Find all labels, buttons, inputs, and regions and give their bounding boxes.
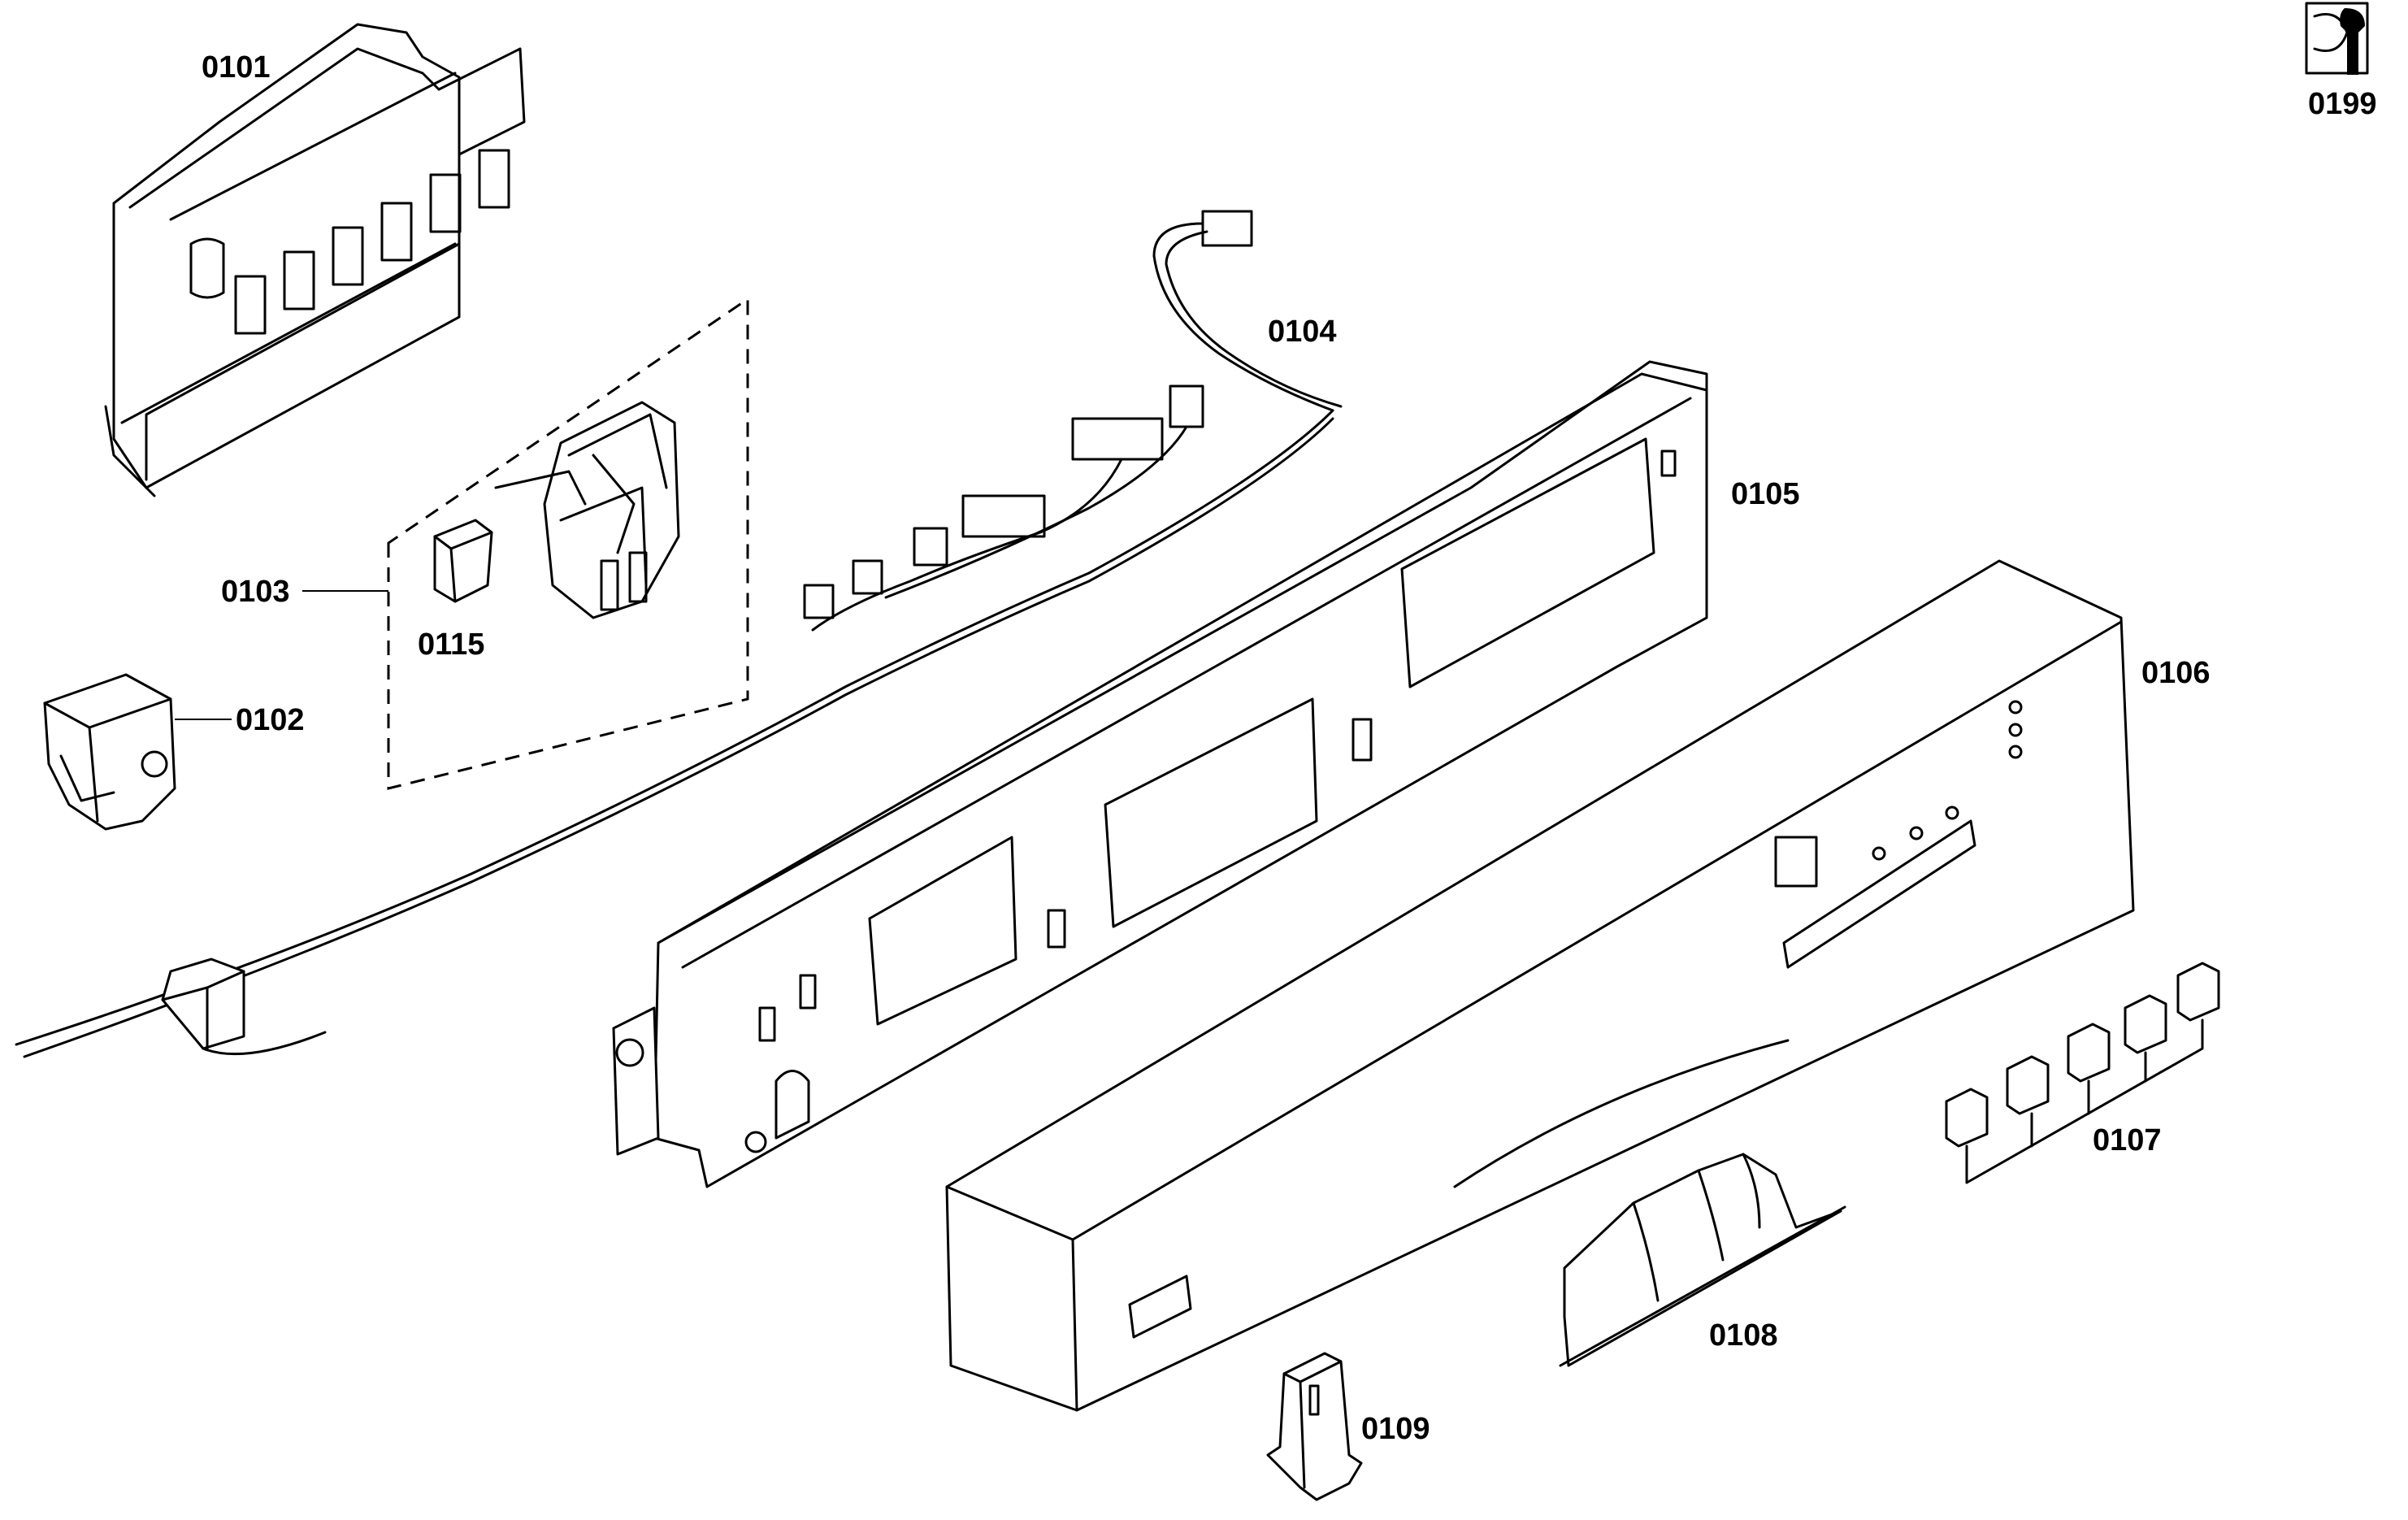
- part-label-0102: 0102: [236, 703, 305, 737]
- control-panel-frame-drawing: [612, 360, 1708, 1188]
- part-label-0107: 0107: [2093, 1123, 2162, 1157]
- wrench-icon: [2305, 2, 2369, 75]
- part-label-0104: 0104: [1268, 315, 1337, 349]
- part-label-0115: 0115: [418, 628, 484, 662]
- front-facia-panel-drawing: [945, 559, 2135, 1412]
- part-label-0109: 0109: [1361, 1412, 1430, 1446]
- door-switch-drawing: [43, 673, 176, 831]
- part-label-0101: 0101: [202, 50, 271, 85]
- part-label-0199: 0199: [2308, 87, 2377, 121]
- control-module-drawing: [104, 23, 526, 497]
- part-label-0105: 0105: [1731, 477, 1800, 511]
- part-label-0106: 0106: [2141, 656, 2211, 690]
- door-lock-group-drawing: [387, 297, 749, 790]
- part-label-0108: 0108: [1709, 1318, 1778, 1353]
- push-button-set-drawing: [1945, 962, 2220, 1184]
- clip-drawing: [1266, 1352, 1363, 1501]
- handle-grip-drawing: [1559, 1153, 1846, 1367]
- cable-harness-drawing: [15, 210, 1343, 1058]
- part-label-0103: 0103: [221, 575, 290, 609]
